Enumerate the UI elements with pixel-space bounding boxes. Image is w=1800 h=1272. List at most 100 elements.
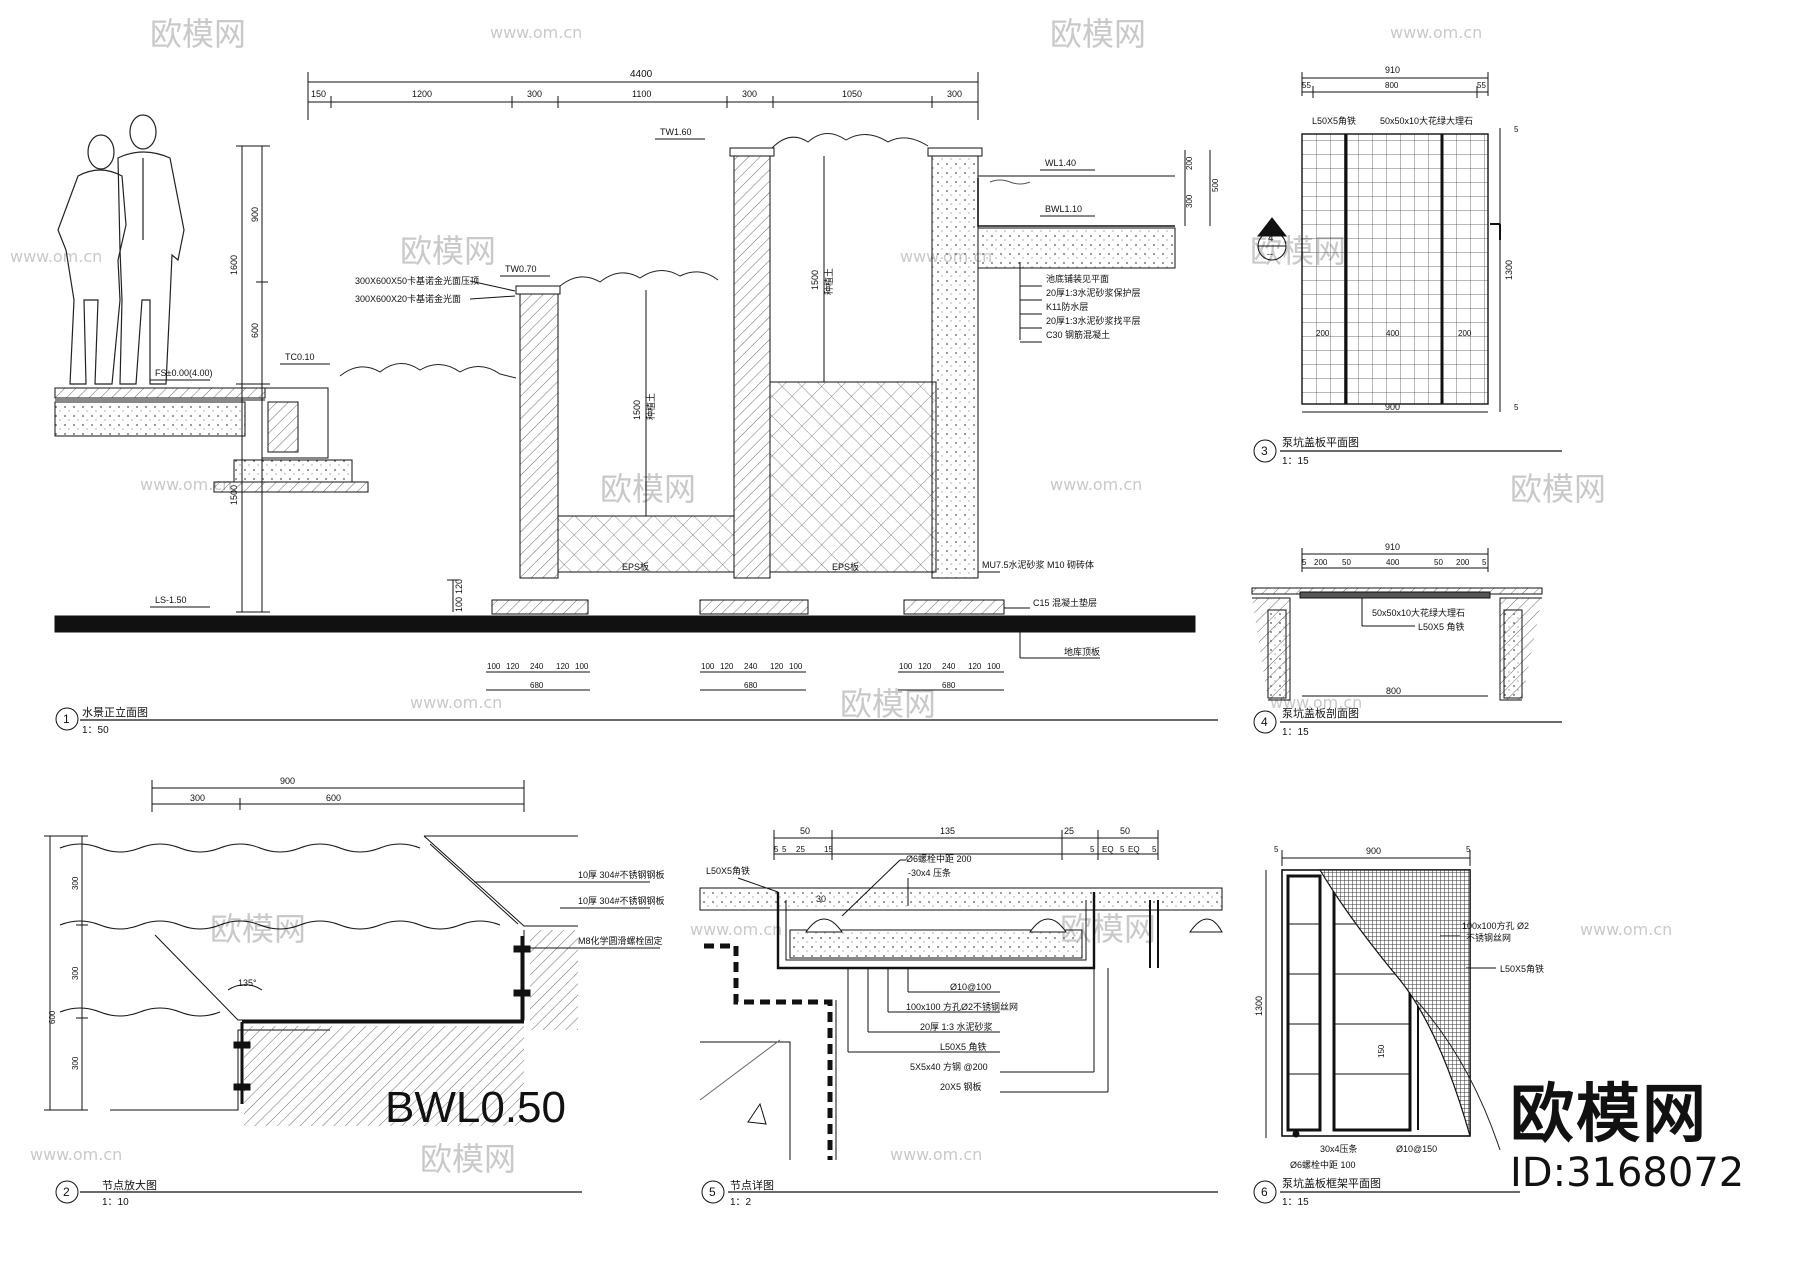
svg-text:5: 5 xyxy=(1514,125,1519,134)
drawing-4-scale: 1：15 xyxy=(1282,727,1309,738)
d3-dim-bottom: 900 xyxy=(1385,402,1400,412)
drawing-3-number: 3 xyxy=(1261,444,1268,458)
drawing-5-scale: 1：2 xyxy=(730,1197,752,1208)
footing-dims-3: 100 120 240 120 100 680 xyxy=(898,662,1004,691)
brand-id: ID:3168072 xyxy=(1510,1150,1745,1196)
d3-dim-m: 800 xyxy=(1385,81,1399,90)
svg-text:EQ: EQ xyxy=(1128,845,1140,854)
d6-label-mesh: 100x100方孔 Ø2 xyxy=(1462,920,1529,931)
svg-text:5: 5 xyxy=(774,845,779,854)
watermark-url: www.om.cn xyxy=(690,920,782,939)
svg-text:5: 5 xyxy=(1466,845,1471,854)
people-figure xyxy=(57,114,185,385)
d5-label-mortar: 20厚 1:3 水泥砂浆 xyxy=(920,1021,993,1032)
svg-text:5: 5 xyxy=(1120,845,1125,854)
dim-120: 120 xyxy=(454,579,464,594)
d4-label-angle: L50X5 角铁 xyxy=(1418,621,1465,632)
drawing-1-scale: 1：50 xyxy=(82,725,109,736)
infill-soil-1: 种植土 xyxy=(645,393,656,420)
svg-text:5: 5 xyxy=(782,845,787,854)
svg-text:120: 120 xyxy=(556,662,570,671)
note-coping-2: 300X600X20卡基诺金光面 xyxy=(355,293,461,304)
svg-text:120: 120 xyxy=(506,662,520,671)
watermark-url: www.om.cn xyxy=(1580,920,1672,939)
svg-text:100: 100 xyxy=(899,662,913,671)
d2-dim-total: 900 xyxy=(280,776,295,786)
svg-text:300: 300 xyxy=(71,966,80,980)
d3-label-marble: 50x50x10大花绿大理石 xyxy=(1380,115,1473,126)
dim-600: 600 xyxy=(250,323,260,338)
d5-label-bolt: Ø6螺栓中距 200 xyxy=(906,853,972,864)
drawing-4-number: 4 xyxy=(1261,715,1268,729)
svg-text:240: 240 xyxy=(744,662,758,671)
c15-note: C15 混凝土垫层 xyxy=(1033,597,1097,608)
level-tc: TC0.10 xyxy=(285,352,315,362)
drawing-5-number: 5 xyxy=(709,1185,716,1199)
svg-text:120: 120 xyxy=(770,662,784,671)
d2-note-3: M8化学圆滑螺栓固定 xyxy=(578,935,663,946)
d6-dim-1300: 1300 xyxy=(1254,996,1264,1016)
svg-text:EQ: EQ xyxy=(1102,845,1114,854)
dim-1500: 1500 xyxy=(229,485,239,505)
svg-text:200: 200 xyxy=(1314,558,1328,567)
d3-dim-r: 55 xyxy=(1477,81,1486,90)
d2-dim-300: 300 xyxy=(190,793,205,803)
svg-text:5: 5 xyxy=(1274,845,1279,854)
svg-text:120: 120 xyxy=(968,662,982,671)
svg-text:400: 400 xyxy=(1386,558,1400,567)
d3-callout-num: 4 xyxy=(1268,233,1274,244)
d3-callout-sub: -- xyxy=(1267,249,1273,259)
level-tw-high: TW1.60 xyxy=(660,127,692,137)
drawing-3-title: 泵坑盖板平面图 xyxy=(1282,435,1359,449)
d5-dim-50a: 50 xyxy=(800,826,810,836)
level-bwl: BWL1.10 xyxy=(1045,204,1082,214)
basement-note: 地库顶板 xyxy=(1064,646,1100,657)
d3-label-angle: L50X5角铁 xyxy=(1312,115,1356,126)
svg-text:15: 15 xyxy=(824,845,833,854)
watermark-url: www.om.cn xyxy=(1390,23,1482,42)
masonry-note: MU7.5水泥砂浆 M10 砌砖体 xyxy=(982,559,1094,570)
svg-text:5: 5 xyxy=(1090,845,1095,854)
watermark-brand: 欧模网 xyxy=(840,685,936,723)
drawing-1-title: 水景正立面图 xyxy=(82,705,148,719)
d5-leaders xyxy=(737,859,1109,1093)
dim-ticks xyxy=(307,72,979,120)
svg-text:5: 5 xyxy=(1152,845,1157,854)
svg-text:100: 100 xyxy=(575,662,589,671)
layer-4: 20厚1:3水泥砂浆找平层 xyxy=(1046,315,1141,326)
svg-text:300: 300 xyxy=(71,876,80,890)
d5-label-bar: Ø10@100 xyxy=(950,982,991,992)
dim-r-200: 200 xyxy=(1185,156,1194,170)
d4-dim-total: 910 xyxy=(1385,542,1400,552)
svg-text:50: 50 xyxy=(1342,558,1351,567)
dim-900: 900 xyxy=(250,207,260,222)
dim-seg: 150 xyxy=(311,89,326,99)
drawing-4-section: 910 5 200 50 400 50 200 5 50x50x10大花绿大理石… xyxy=(1251,542,1562,738)
d3-dim-inner-3: 200 xyxy=(1458,329,1472,338)
water-wave-1 xyxy=(59,843,421,853)
eps-1: EPS板 xyxy=(622,561,649,572)
drawing-6-title: 泵坑盖板框架平面图 xyxy=(1282,1176,1381,1190)
svg-text:5: 5 xyxy=(1514,403,1519,412)
layer-1: 池底铺装见平面 xyxy=(1046,273,1109,284)
d5-label-mesh: 100x100 方孔Ø2不锈钢丝网 xyxy=(906,1001,1018,1012)
infill-soil-2: 种植土 xyxy=(823,268,834,295)
dim-1600: 1600 xyxy=(229,255,239,275)
d3-dim-right: 1300 xyxy=(1504,260,1514,280)
d5-label-strip: -30x4 压条 xyxy=(908,867,951,878)
drawing-6-scale: 1：15 xyxy=(1282,1197,1309,1208)
d6-label-strip: 30x4压条 xyxy=(1320,1143,1358,1154)
drawing-3-scale: 1：15 xyxy=(1282,456,1309,467)
watermark-brand: 欧模网 xyxy=(420,1140,516,1178)
d3-dim-l: 55 xyxy=(1302,81,1311,90)
svg-text:120: 120 xyxy=(720,662,734,671)
shrub-high xyxy=(771,133,929,149)
svg-text:100: 100 xyxy=(487,662,501,671)
layer-2: 20厚1:3水泥砂浆保护层 xyxy=(1046,287,1141,298)
drawing-6-frame: 5 900 5 1300 150 100x100方孔 Ø2 不锈钢丝网 L50X… xyxy=(1253,845,1544,1208)
footing-dims-2: 100 120 240 120 100 680 xyxy=(700,662,806,691)
svg-text:100: 100 xyxy=(987,662,1001,671)
drawing-4-title: 泵坑盖板剖面图 xyxy=(1282,706,1359,720)
drawing-2-node: 900 300 600 300 300 300 600 135° xyxy=(44,776,665,1208)
svg-text:5: 5 xyxy=(1302,558,1307,567)
